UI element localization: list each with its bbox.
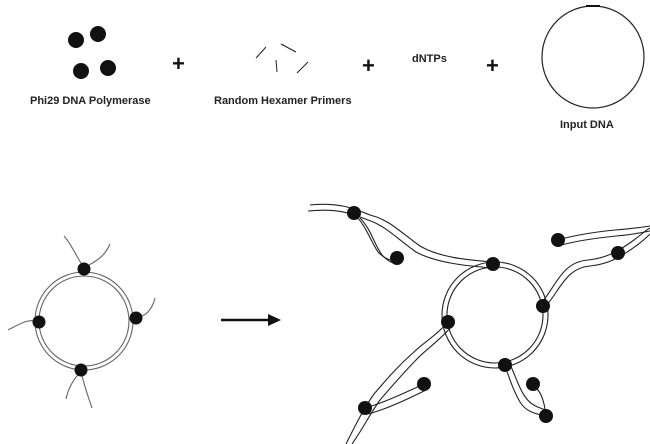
input-dna-group: Input DNA	[541, 5, 645, 131]
displaced-strand	[557, 230, 650, 247]
polymerase-dot-icon	[358, 401, 372, 415]
polymerase-dot-icon	[486, 257, 500, 271]
polymerase-dot-icon	[536, 299, 550, 313]
polymerase-dot-icon	[526, 377, 540, 391]
plus-sign-3: +	[486, 53, 499, 78]
displaced-strand	[367, 389, 427, 415]
polymerase-dot-icon	[498, 358, 512, 372]
polymerase-dot-icon	[68, 32, 84, 48]
primer-strand	[296, 61, 309, 74]
primer-tail	[80, 371, 93, 409]
template-outer-strand	[34, 271, 134, 371]
displaced-strand	[307, 209, 493, 269]
circle-inner-strand	[446, 266, 544, 364]
polymerase-dot-icon	[390, 251, 404, 265]
dntps-label: dNTPs	[412, 53, 447, 65]
displaced-strand	[351, 325, 453, 444]
primers-group: Random Hexamer Primers	[214, 43, 352, 107]
polymerase-dot-icon	[551, 233, 565, 247]
displaced-strand	[545, 233, 650, 307]
primer-strand	[275, 59, 278, 73]
input-dna-circle	[541, 5, 645, 109]
polymerase-dot-icon	[90, 26, 106, 42]
displaced-strand	[309, 203, 493, 263]
polymerase-dot-icon	[73, 63, 89, 79]
displaced-strand	[353, 213, 398, 261]
polymerase-dot-icon	[100, 60, 116, 76]
circle-outer-strand	[441, 261, 549, 369]
input-dna-label: Input DNA	[560, 119, 614, 131]
primer-strand	[280, 43, 297, 53]
polymerase-group: Phi29 DNA Polymerase	[30, 26, 151, 107]
plus-sign-1: +	[172, 51, 185, 76]
polymerase-dot-icon	[347, 206, 361, 220]
plus-sign-2: +	[362, 53, 375, 78]
polymerase-dot-icon	[77, 262, 91, 276]
polymerase-dot-icon	[129, 311, 143, 325]
primer-strand	[255, 46, 267, 59]
polymerase-dot-icon	[417, 377, 431, 391]
polymerase-dot-icon	[441, 315, 455, 329]
polymerase-dot-icon	[32, 315, 46, 329]
primed-template	[7, 235, 156, 409]
displaced-strand	[504, 365, 547, 417]
polymerase-label: Phi29 DNA Polymerase	[30, 95, 151, 107]
primer-tail	[63, 235, 85, 269]
polymerase-dot-icon	[539, 409, 553, 423]
displaced-strand	[345, 321, 449, 444]
right-arrow-icon	[221, 314, 281, 326]
displaced-strand	[557, 225, 650, 241]
displaced-strand	[509, 363, 547, 411]
amplification-product	[307, 203, 650, 444]
primers-label: Random Hexamer Primers	[214, 95, 352, 107]
polymerase-dot-icon	[611, 246, 625, 260]
template-inner-strand	[38, 275, 130, 367]
polymerase-dot-icon	[74, 363, 88, 377]
